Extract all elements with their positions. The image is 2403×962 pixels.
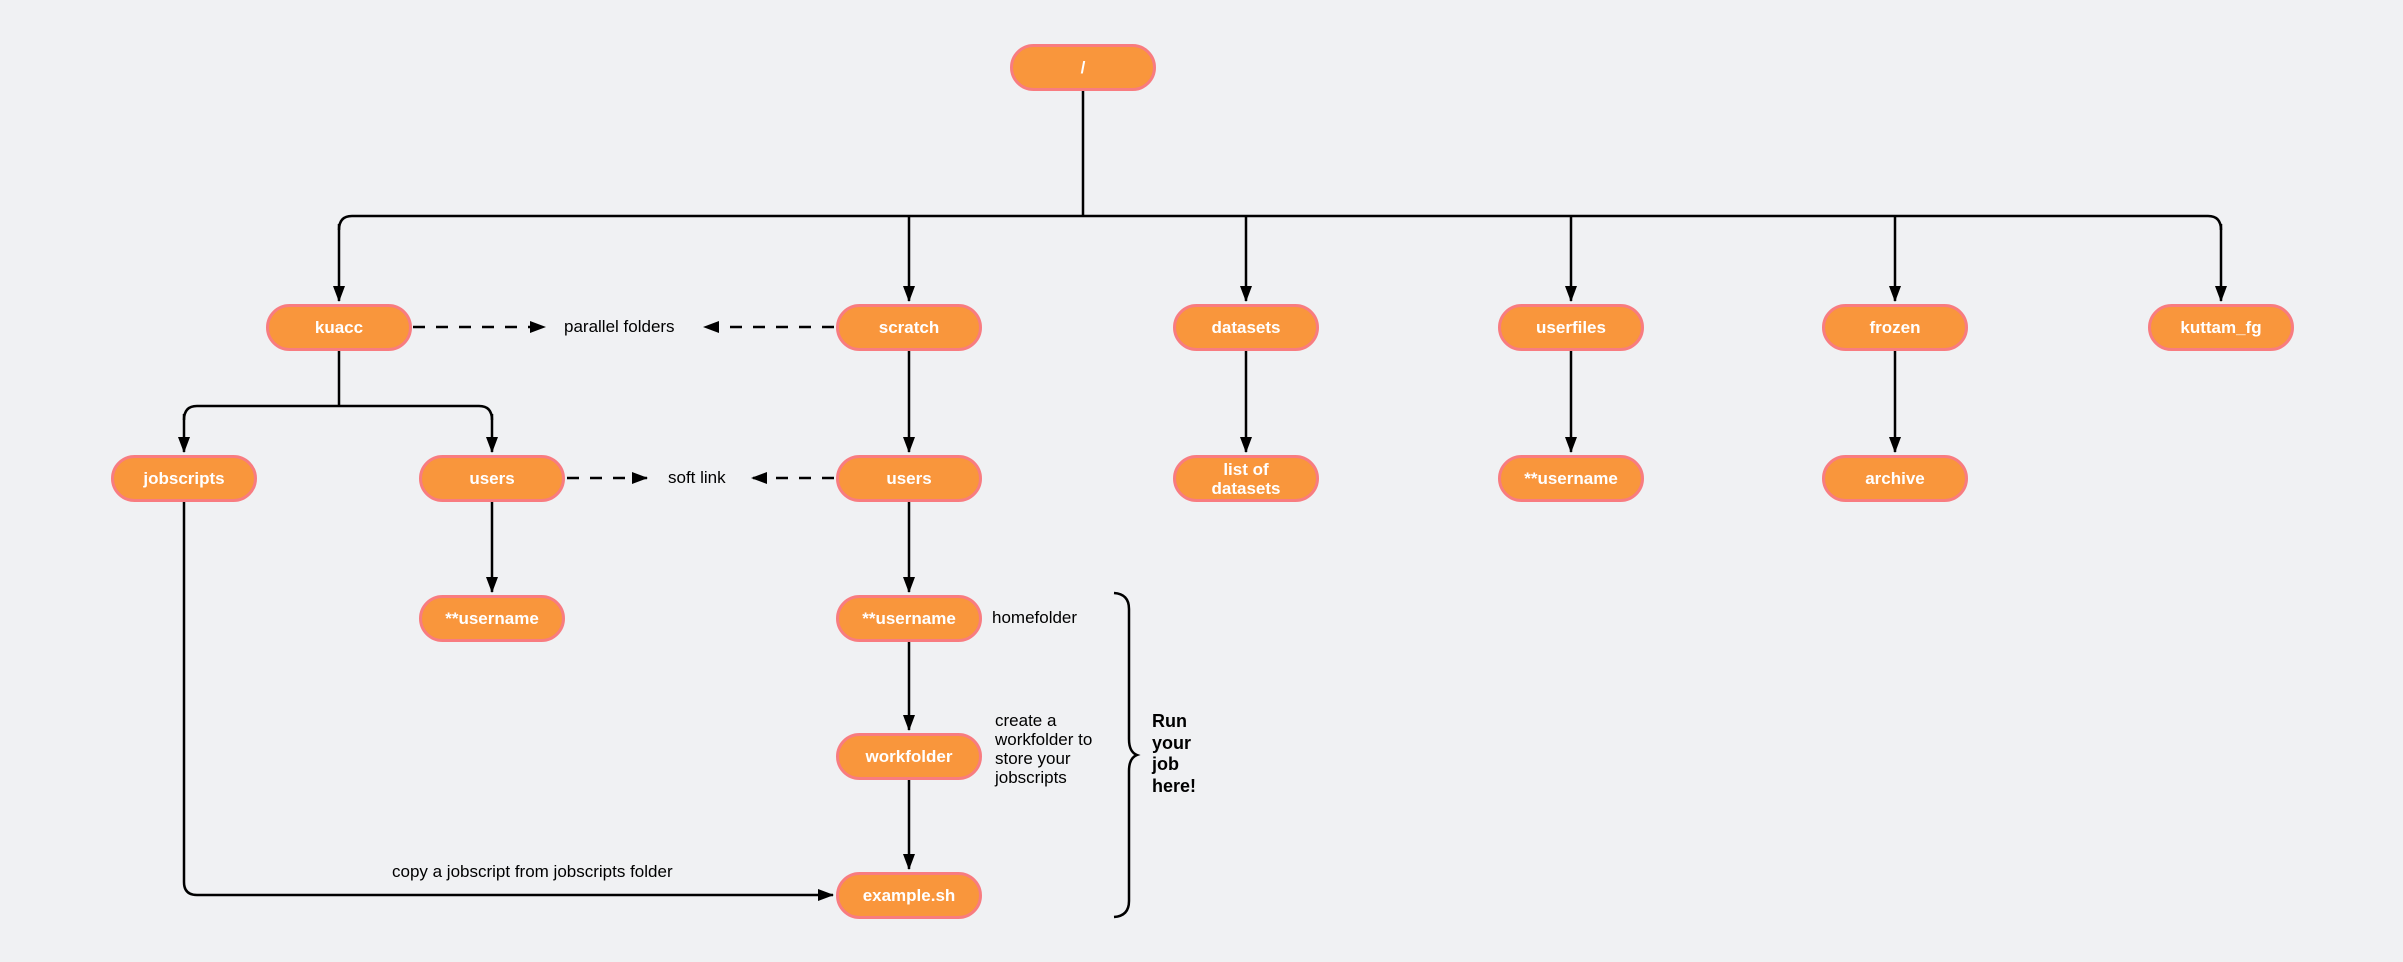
workfolder-note: create a workfolder to store your jobscr… <box>995 711 1093 787</box>
node-label: example.sh <box>862 886 956 905</box>
edge-jobscripts-example <box>182 502 834 901</box>
node-username-userfiles: **username <box>1498 455 1644 502</box>
node-label: / <box>1080 58 1086 77</box>
node-jobscripts: jobscripts <box>111 455 257 502</box>
soft-link-label: soft link <box>668 468 726 487</box>
node-label: kuttam_fg <box>2180 318 2262 337</box>
node-label: archive <box>1865 469 1925 488</box>
node-username-kuacc: **username <box>419 595 565 642</box>
edge-kuacc-bus <box>182 404 494 421</box>
node-label: frozen <box>1869 318 1921 337</box>
node-root: / <box>1010 44 1156 91</box>
node-scratch: scratch <box>836 304 982 351</box>
node-username-home: **username <box>836 595 982 642</box>
node-label: datasets <box>1211 318 1281 337</box>
node-label: list of datasets <box>1211 459 1281 498</box>
parallel-folders-label: parallel folders <box>564 317 675 336</box>
edge-top-bus <box>337 214 2223 231</box>
node-kuttam-fg: kuttam_fg <box>2148 304 2294 351</box>
node-example-sh: example.sh <box>836 872 982 919</box>
node-label: **username <box>862 609 956 628</box>
node-label: **username <box>1524 469 1618 488</box>
run-job-note: Run your job here! <box>1152 711 1197 796</box>
node-frozen: frozen <box>1822 304 1968 351</box>
node-userfiles: userfiles <box>1498 304 1644 351</box>
node-kuacc: kuacc <box>266 304 412 351</box>
node-label: userfiles <box>1536 318 1606 337</box>
homefolder-label: homefolder <box>992 608 1078 627</box>
node-label: users <box>886 469 932 488</box>
node-archive: archive <box>1822 455 1968 502</box>
node-datasets: datasets <box>1173 304 1319 351</box>
run-job-brace <box>1113 591 1141 919</box>
node-label: **username <box>445 609 539 628</box>
node-list-of-datasets: list of datasets <box>1173 455 1319 502</box>
node-label: scratch <box>878 318 940 337</box>
copy-jobscript-label: copy a jobscript from jobscripts folder <box>392 862 673 881</box>
node-label: users <box>469 469 515 488</box>
node-users-scratch: users <box>836 455 982 502</box>
node-label: workfolder <box>865 747 953 766</box>
node-users-kuacc: users <box>419 455 565 502</box>
node-label: jobscripts <box>143 469 225 488</box>
node-label: kuacc <box>314 318 364 337</box>
node-workfolder: workfolder <box>836 733 982 780</box>
